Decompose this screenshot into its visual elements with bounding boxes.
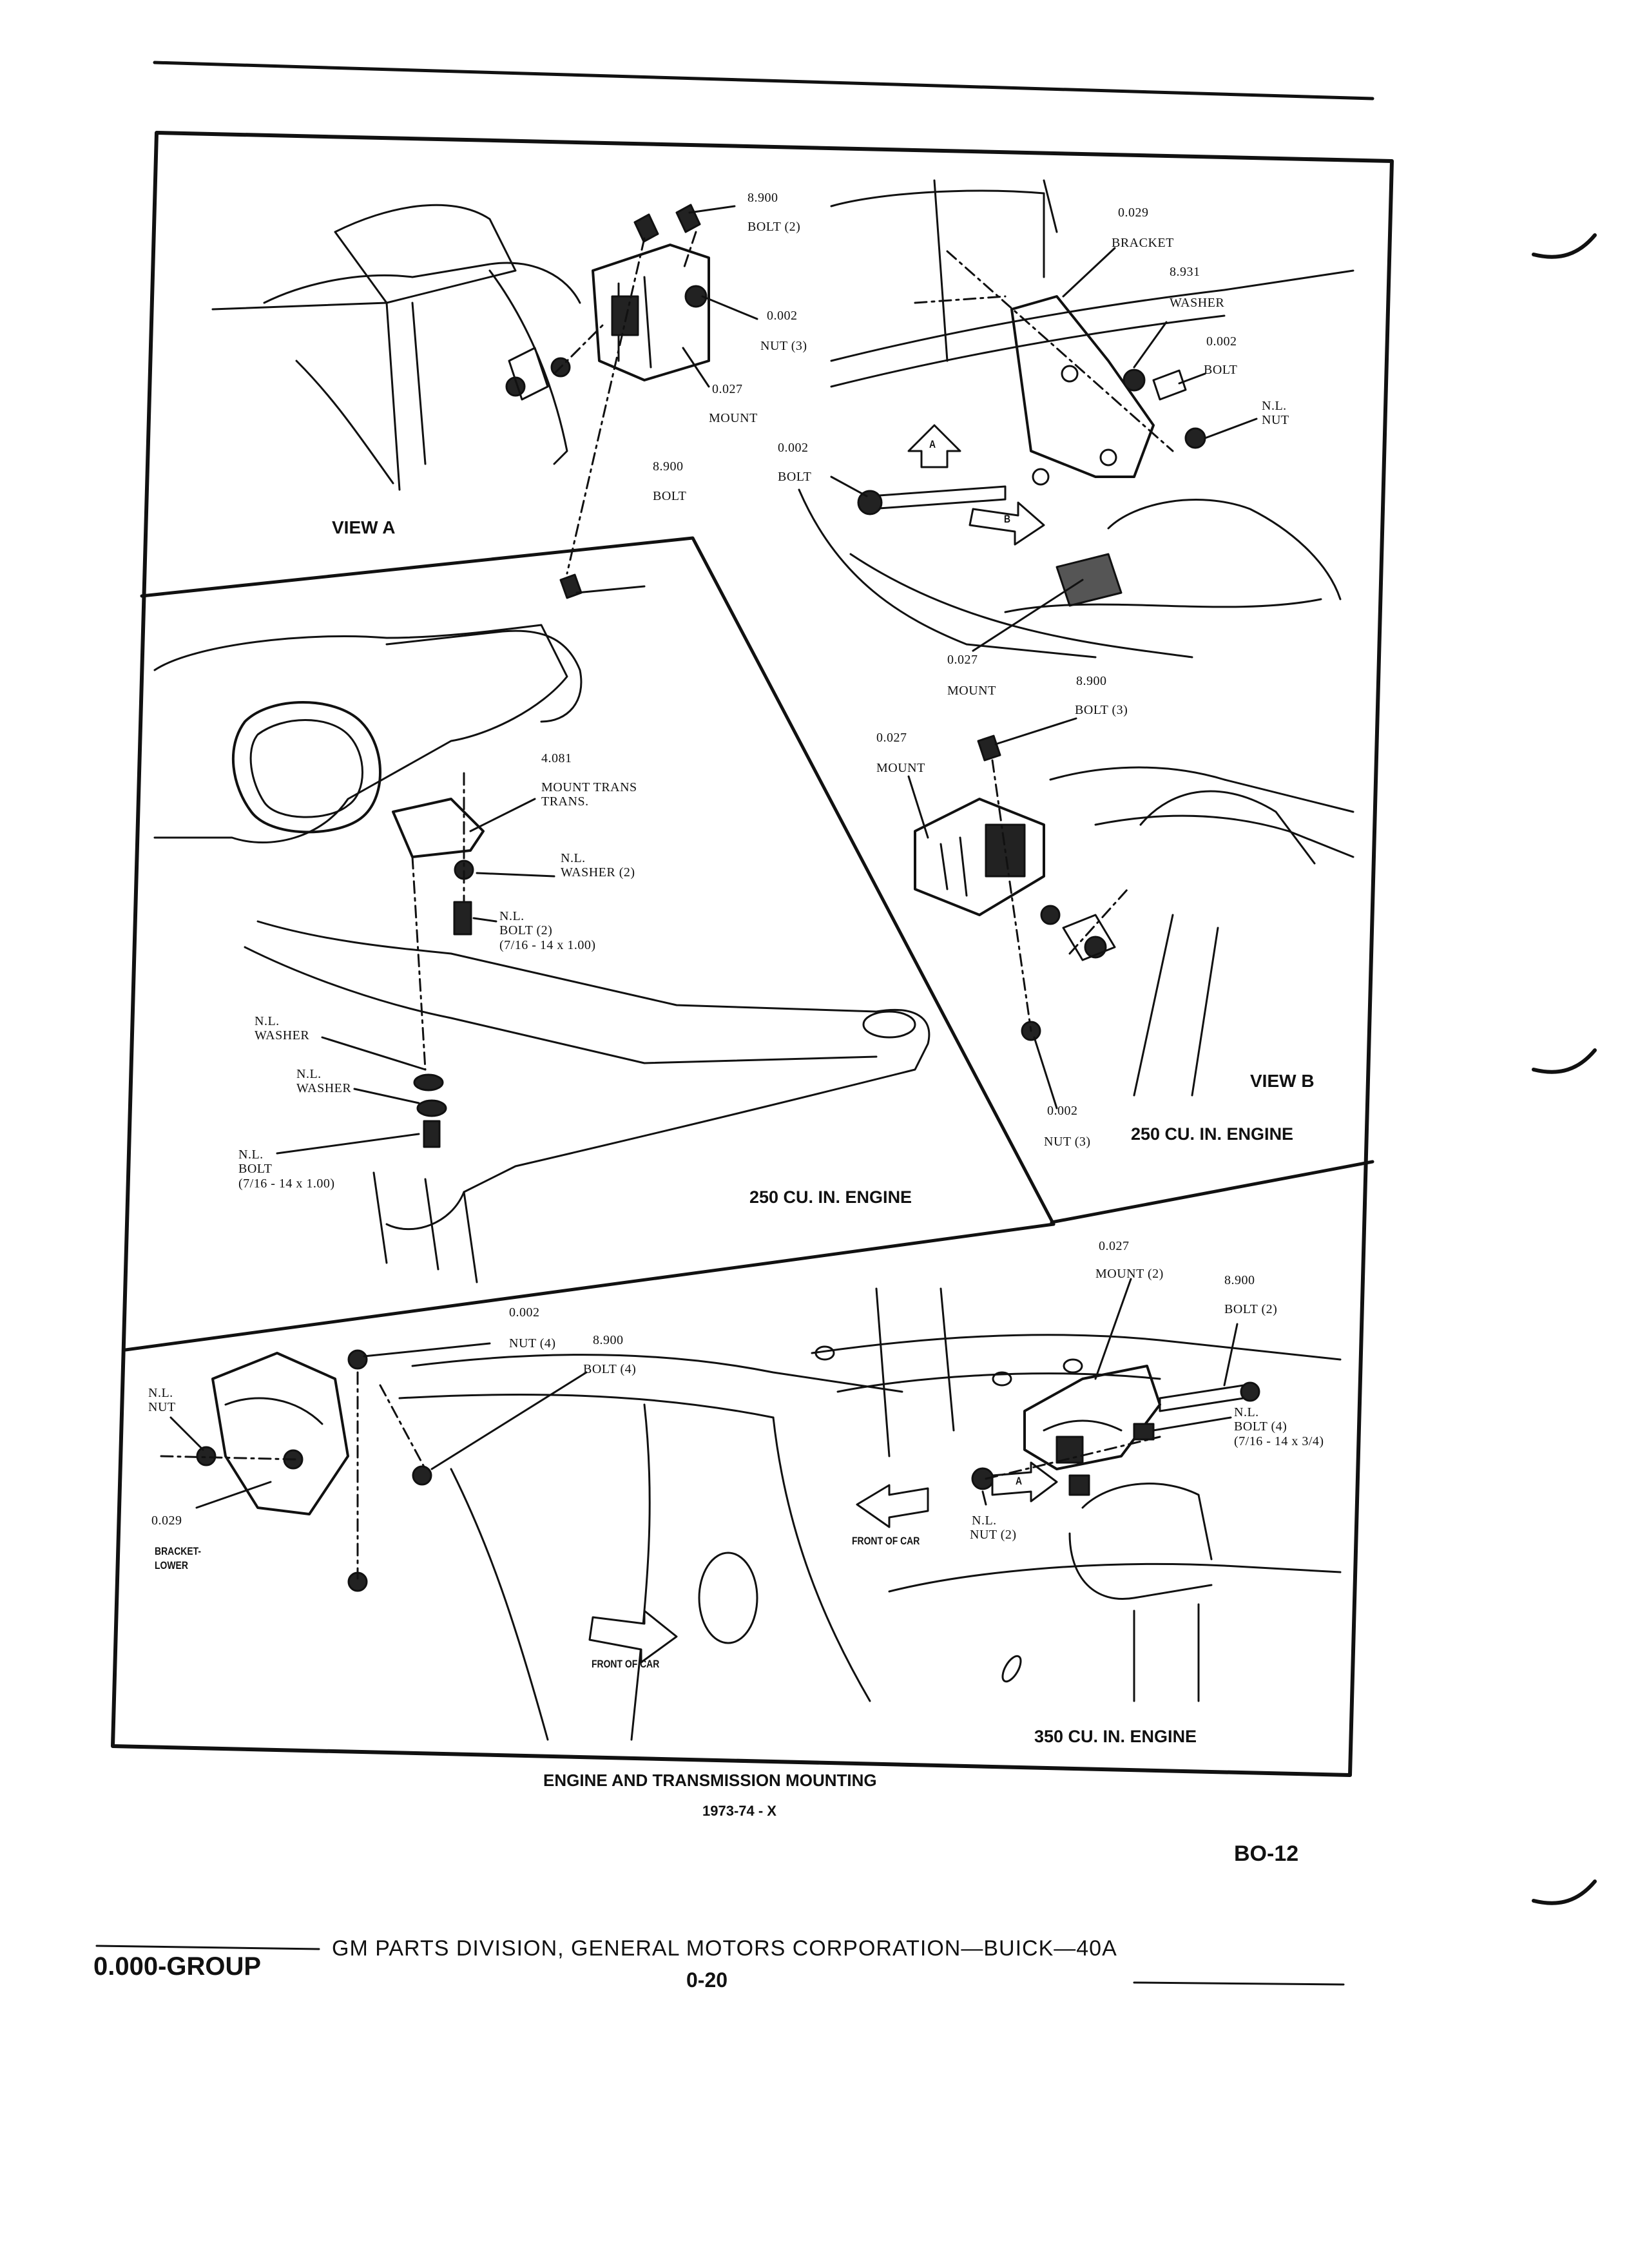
lower-right-nl-nut-label: NUT (2) (970, 1528, 1017, 1542)
divider-right (1050, 1160, 1374, 1224)
footer-group: 0.000-GROUP (93, 1952, 262, 1981)
view-b-nut-number: 0.002 (1047, 1104, 1078, 1118)
footer-page-number: 0-20 (686, 1968, 728, 1992)
view-b-drawing (907, 717, 1354, 1110)
view-b-bolt-label: BOLT (3) (1075, 703, 1128, 717)
trans-mount-label-1: MOUNT TRANS (541, 780, 637, 794)
page-code: BO-12 (1234, 1841, 1299, 1866)
washer-label: WASHER (1170, 296, 1225, 310)
trans-bolt-number: N.L. (499, 909, 525, 923)
trans-engine-label: 250 CU. IN. ENGINE (749, 1187, 912, 1207)
lower-right-bolt-number: 8.900 (1224, 1273, 1255, 1287)
bracket-label: BRACKET (1112, 236, 1174, 250)
diagram-frame (111, 131, 1394, 1777)
view-a-mount-number: 0.027 (712, 382, 743, 396)
lower-nut-label: NUT (4) (509, 1336, 556, 1350)
view-a-nut-number: 0.002 (767, 309, 798, 323)
footer-rule-right (1133, 1981, 1345, 1986)
lower-nut-number: 0.002 (509, 1305, 540, 1320)
view-b-bolt-number: 8.900 (1076, 674, 1107, 688)
lower-right-nl-bolt-label: BOLT (4) (1234, 1419, 1287, 1434)
lower-right-drawing (811, 1278, 1342, 1702)
bracket-bolt-number: 0.002 (1206, 334, 1237, 349)
bracket-mount-number: 0.027 (947, 653, 978, 667)
view-b-mount-label: MOUNT (876, 761, 925, 775)
margin-mark-2 (1532, 1048, 1597, 1074)
lower-bolt-label: BOLT (4) (583, 1362, 637, 1376)
transmission-drawing (153, 624, 930, 1283)
crossmember-washer-label: WASHER (255, 1028, 310, 1043)
long-bolt-number: 0.002 (778, 441, 809, 455)
trans-washer-number: N.L. (561, 851, 586, 865)
lower-right-front-of-car: FRONT OF CAR (852, 1535, 920, 1547)
view-a-nut-label: NUT (3) (760, 339, 807, 353)
lower-right-arrow-a: A (1016, 1475, 1023, 1487)
trans-mount-label-2: TRANS. (541, 794, 589, 809)
lower-washer-number: N.L. (296, 1067, 322, 1081)
bracket-mount-label: MOUNT (947, 684, 996, 698)
crossmember-bolt-size: (7/16 - 14 x 1.00) (238, 1177, 335, 1191)
lower-bolt-number: 8.900 (593, 1333, 624, 1347)
view-b-engine-label: 250 CU. IN. ENGINE (1131, 1124, 1294, 1144)
top-rule (153, 61, 1374, 101)
lower-bracket-number: 0.029 (151, 1514, 182, 1528)
diagram-caption: ENGINE AND TRANSMISSION MOUNTING (543, 1771, 877, 1790)
divider-lower (124, 1222, 1055, 1352)
trans-bolt-size: (7/16 - 14 x 1.00) (499, 938, 596, 952)
trans-mount-number: 4.081 (541, 751, 572, 765)
model-years: 1973-74 - X (702, 1803, 776, 1819)
crossmember-bolt-number: N.L. (238, 1148, 264, 1162)
view-a-bolt-bottom-label: BOLT (653, 489, 687, 503)
crossmember-washer-number: N.L. (255, 1014, 280, 1028)
trans-washer-label: WASHER (2) (561, 865, 635, 879)
lower-right-nl-bolt-number: N.L. (1234, 1405, 1259, 1419)
bracket-bolt-label: BOLT (1204, 363, 1238, 377)
view-b-nut-label: NUT (3) (1044, 1135, 1091, 1149)
lower-right-bolt-label: BOLT (2) (1224, 1302, 1278, 1316)
lower-right-engine-label: 350 CU. IN. ENGINE (1034, 1727, 1197, 1746)
arrow-b-letter: B (1004, 513, 1011, 525)
view-b-title: VIEW B (1250, 1071, 1315, 1091)
lower-right-mount-number: 0.027 (1099, 1239, 1130, 1253)
crossmember-bolt-label: BOLT (238, 1162, 273, 1176)
view-a-bolt-top-number: 8.900 (747, 191, 778, 205)
divider-left-upper (140, 536, 1055, 1226)
bracket-drawing (798, 179, 1354, 658)
long-bolt-label: BOLT (778, 470, 812, 484)
lower-nl-nut-number: N.L. (148, 1386, 173, 1400)
view-a-mount-label: MOUNT (709, 411, 758, 425)
margin-mark-1 (1532, 233, 1597, 259)
footer-publisher: GM PARTS DIVISION, GENERAL MOTORS CORPOR… (332, 1936, 1117, 1961)
washer-number: 8.931 (1170, 265, 1200, 279)
nl-nut-label: NUT (1262, 413, 1289, 427)
view-a-drawing (211, 204, 758, 599)
lower-bracket-label-2: LOWER (155, 1559, 188, 1571)
nl-nut-number: N.L. (1262, 399, 1287, 413)
view-a-bolt-bottom-number: 8.900 (653, 459, 684, 474)
lower-right-nl-nut-number: N.L. (972, 1514, 997, 1528)
view-b-mount-number: 0.027 (876, 731, 907, 745)
view-a-title: VIEW A (332, 517, 396, 537)
lower-washer-label: WASHER (296, 1081, 352, 1095)
bracket-number: 0.029 (1118, 206, 1149, 220)
footer-rule-left (95, 1945, 320, 1950)
lower-right-nl-bolt-size: (7/16 - 14 x 3/4) (1234, 1434, 1324, 1448)
view-a-bolt-top-label: BOLT (2) (747, 220, 801, 234)
margin-mark-3 (1532, 1879, 1597, 1905)
lower-nl-nut-label: NUT (148, 1400, 176, 1414)
trans-bolt-label: BOLT (2) (499, 923, 553, 937)
lower-left-front-of-car: FRONT OF CAR (592, 1658, 660, 1670)
arrow-a-letter: A (929, 438, 936, 450)
lower-left-drawing (160, 1342, 903, 1741)
lower-right-mount-label: MOUNT (2) (1095, 1267, 1164, 1281)
lower-bracket-label-1: BRACKET- (155, 1545, 202, 1557)
